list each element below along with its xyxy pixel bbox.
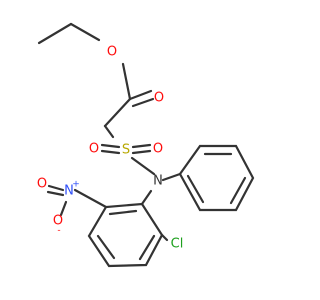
phenyl-ring [161,144,255,212]
ethyl-group [37,22,132,101]
bond-s-o-left-b [100,149,121,155]
structure-diagram: O O S O O N N + O O - Cl [37,22,255,268]
bond-ch3-ch2 [37,22,73,45]
aryl-inner-bond-2 [96,234,116,260]
bond-aryl-nitro-n [73,188,108,209]
molecule-canvas: O O S O O N N + O O - Cl [36,22,255,268]
atom-label-ester-o: O [107,45,117,60]
bond-s-o-left-a [100,143,121,149]
bond-nitro-o-down [59,200,68,217]
bond-nitro-o-left-b [46,190,65,197]
sulfonyl-group [100,143,156,176]
carbonyl-group [103,89,155,139]
nitro-o-charge: - [57,226,60,236]
bond-ch2-ester-o [69,22,101,42]
bond-n-aryl [140,189,153,206]
bond-n-phenyl [161,172,182,182]
phenyl-hexagon [178,144,255,212]
atom-label-sulfonyl-o-left: O [89,142,99,157]
atom-label-chlorine: Cl [171,237,184,252]
bond-nitro-o-left-a [47,184,65,192]
atom-label-nitro-n: N [64,184,74,199]
bond-aryl-cl [160,233,169,242]
chloronitrophenyl-ring [87,189,169,268]
atom-label-nitro-o-down: O [53,214,63,229]
bond-carbonyl-ch2 [103,97,132,128]
nitro-n-charge: + [72,180,80,190]
bond-carbonyl-double-a [128,89,153,101]
phenyl-inner-bond-3 [186,174,205,204]
atom-label-sulfonyl-o-right: O [153,142,163,157]
aryl-inner-bond-3 [108,209,138,216]
bond-s-o-right-b [131,149,152,155]
bond-ch2-sulfur [103,124,115,139]
bond-s-n [130,156,156,176]
bond-carbonyl-double-b [131,97,155,108]
phenyl-inner-bond-2 [229,176,247,205]
nitro-group [46,184,108,217]
atom-label-carbonyl-o: O [154,91,164,106]
aryl-inner-bond-1 [138,234,156,261]
atom-label-nitro-o-left: O [37,177,47,192]
bond-ester-o-carbonyl [121,62,132,101]
bond-s-o-right-a [131,143,152,149]
atom-label-nitrogen: N [153,174,163,189]
atom-label-sulfur: S [122,143,130,158]
